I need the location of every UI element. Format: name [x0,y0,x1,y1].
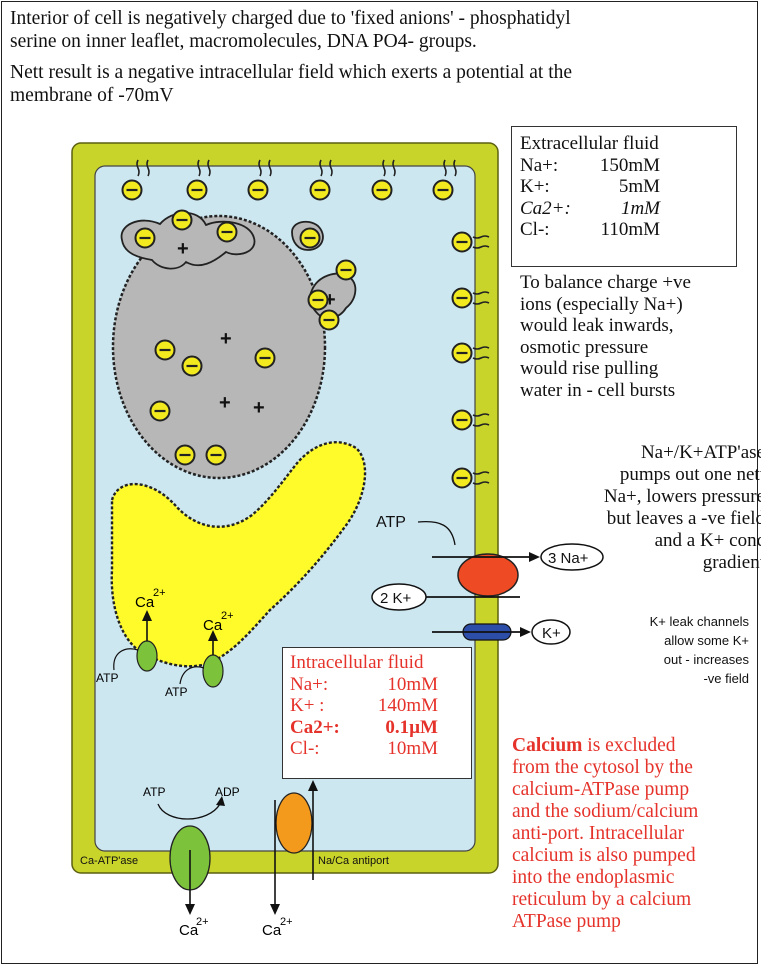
extracellular-title: Extracellular fluid [520,133,736,155]
ec-row-ca: Ca2+:1mM [520,198,736,220]
ic-row-k: K+ :140mM [290,695,471,717]
adp-label: ADP [215,785,240,799]
svg-text:+: + [219,392,231,414]
svg-text:+: + [253,397,265,419]
ec-row-cl: Cl-:110mM [520,219,736,241]
er-atp-label-2: ATP [165,685,187,699]
na-k-atpase-pump [458,554,518,596]
na-ca-antiporter [276,793,312,853]
svg-text:+: + [177,238,189,260]
intracellular-title: Intracellular fluid [290,652,471,674]
k-leak-text: K+ leak channels allow some K+ out - inc… [650,612,749,688]
k-in-label: 2 K+ [380,590,412,607]
na-ca-antiport-label: Na/Ca antiport [318,855,389,867]
er-ca-label-1: Ca [135,594,155,611]
er-atp-label-1: ATP [96,671,118,685]
ca-atp-label: ATP [143,785,165,799]
ca-atpase-label: Ca-ATP'ase [80,855,138,867]
svg-text:2+: 2+ [196,916,209,928]
antiport-ca-label: Ca [262,922,282,939]
ec-row-na: Na+:150mM [520,155,736,177]
na-out-label: 3 Na+ [548,550,589,567]
intracellular-fluid-box: Intracellular fluid Na+:10mM K+ :140mM C… [282,647,472,779]
svg-text:2+: 2+ [280,916,293,928]
svg-text:+: + [220,328,232,350]
calcium-text: Calcium is excluded from the cytosol by … [512,735,698,933]
k-leak-label: K+ [542,625,561,642]
atp-label-pump: ATP [376,514,406,531]
extracellular-fluid-box: Extracellular fluid Na+:150mM K+:5mM Ca2… [511,126,737,267]
svg-text:2+: 2+ [221,610,234,622]
calcium-bold: Calcium [512,735,582,756]
er-ca-pump [203,655,223,687]
svg-text:2+: 2+ [153,587,166,599]
er-ca-pump [137,641,157,671]
ic-row-cl: Cl-:10mM [290,738,471,760]
na-k-atpase-text: Na+/K+ATP'ase pumps out one nett Na+, lo… [604,442,761,574]
ic-row-na: Na+:10mM [290,674,471,696]
balance-charge-text: To balance charge +ve ions (especially N… [520,272,691,401]
ic-row-ca: Ca2+:0.1µM [290,717,471,739]
er-ca-label-2: Ca [203,617,223,634]
ec-row-k: K+:5mM [520,176,736,198]
